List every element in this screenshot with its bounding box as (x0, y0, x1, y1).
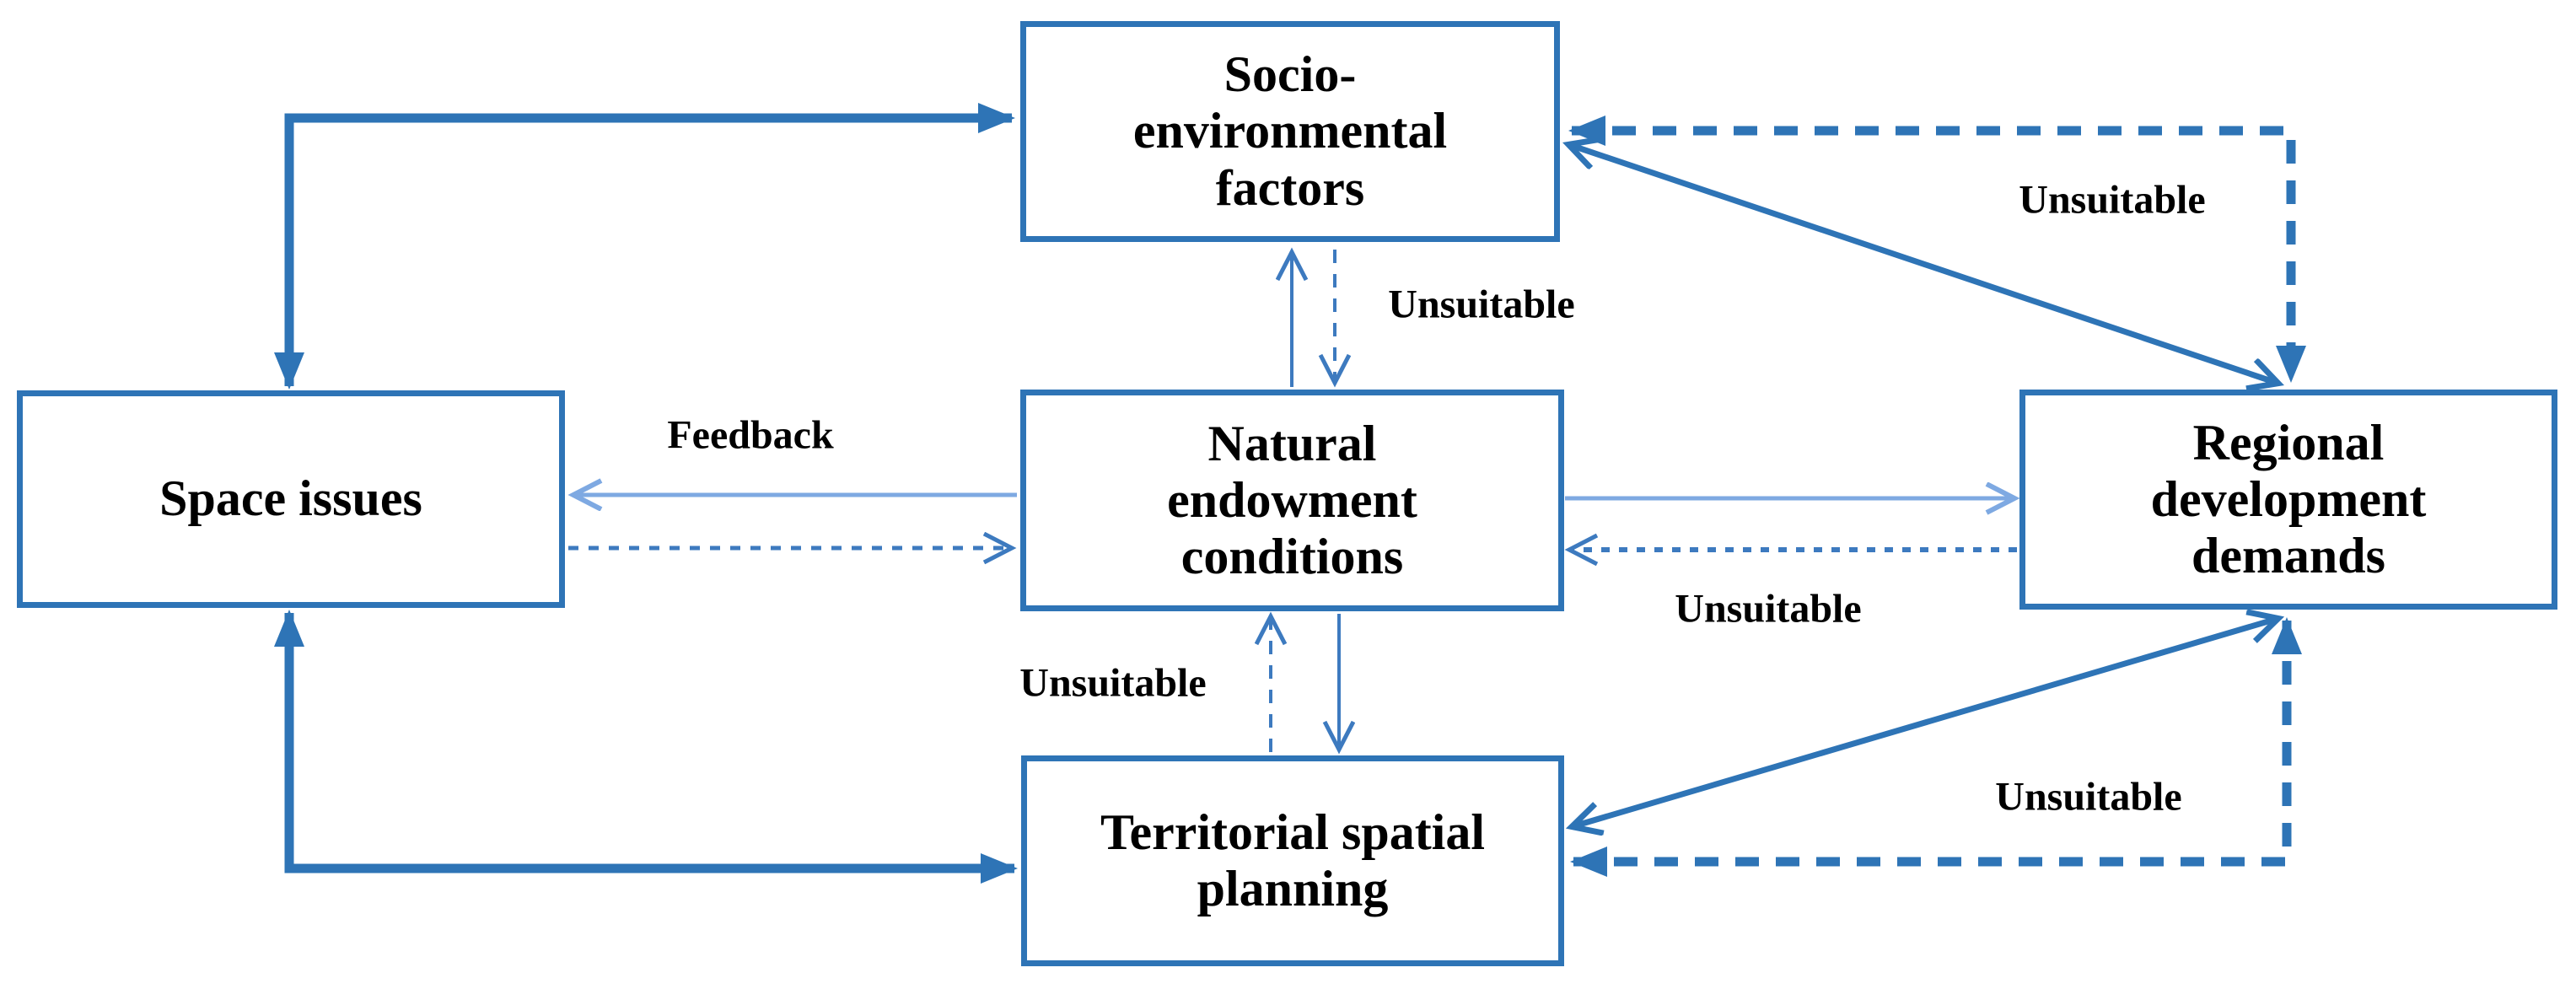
label-unsuitable-territorial-regional: Unsuitable (1995, 774, 2182, 820)
label-unsuitable-socio-natural: Unsuitable (1388, 282, 1575, 327)
box-natural-endowment-conditions: Natural endowment conditions (1020, 390, 1564, 611)
label-unsuitable-natural-territorial: Unsuitable (1019, 660, 1207, 706)
edge-space-territorial-solid (274, 610, 1018, 884)
label-unsuitable-regional-natural: Unsuitable (1675, 586, 1862, 632)
label-feedback: Feedback (667, 412, 834, 458)
box-space-issues: Space issues (17, 390, 565, 608)
box-socio-environmental-factors: Socio- environmental factors (1020, 21, 1560, 242)
box-territorial-spatial-planning: Territorial spatial planning (1021, 755, 1564, 966)
label-unsuitable-socio-regional: Unsuitable (2019, 177, 2206, 223)
edge-socio-regional-dashed (1568, 116, 2306, 383)
edge-space-socio-solid (274, 103, 1015, 390)
box-regional-development-demands: Regional development demands (2019, 390, 2557, 610)
edge-territorial-regional-dashed (1570, 617, 2302, 877)
